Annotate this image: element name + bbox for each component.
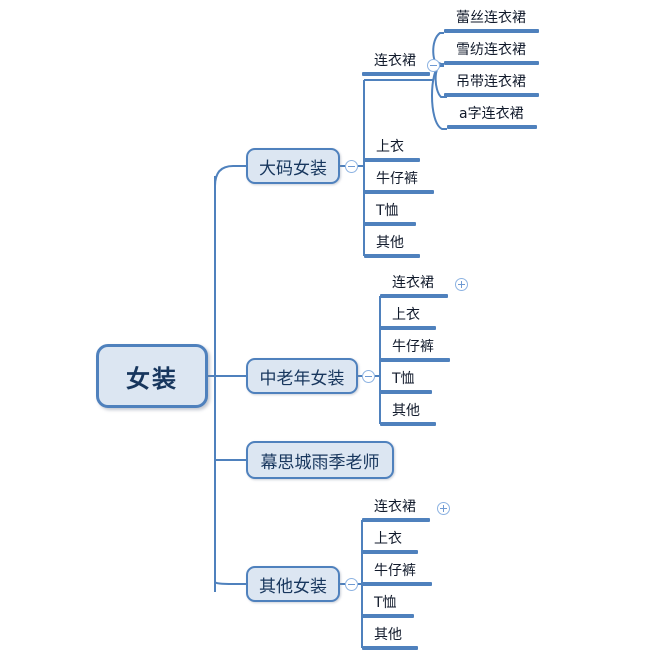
branch-node-label: 大码女装: [259, 158, 327, 179]
node-label: 牛仔裤: [376, 171, 418, 187]
leaf-node-a字连衣裙[interactable]: a字连衣裙: [447, 105, 537, 129]
node-label: T恤: [374, 595, 397, 611]
sub-node-连衣裙[interactable]: 连衣裙: [362, 52, 430, 76]
node-label: T恤: [392, 371, 415, 387]
sub-node-牛仔裤[interactable]: 牛仔裤: [362, 562, 432, 586]
sub-node-T恤[interactable]: T恤: [364, 202, 416, 226]
expand-toggle-icon[interactable]: [455, 278, 468, 291]
expand-toggle-icon[interactable]: [437, 502, 450, 515]
node-label: 上衣: [374, 531, 402, 547]
sub-node-其他[interactable]: 其他: [380, 402, 436, 426]
node-label: 连衣裙: [392, 275, 434, 291]
sub-node-其他[interactable]: 其他: [362, 626, 418, 650]
sub-node-T恤[interactable]: T恤: [362, 594, 414, 618]
branch-node-label: 其他女装: [259, 576, 327, 597]
leaf-node-蕾丝连衣裙[interactable]: 蕾丝连衣裙: [444, 9, 539, 33]
node-underline: [362, 646, 418, 650]
branch-node-label: 幕思城雨季老师: [260, 452, 380, 473]
collapse-toggle-icon[interactable]: [362, 370, 375, 383]
sub-node-牛仔裤[interactable]: 牛仔裤: [380, 338, 450, 362]
root-node[interactable]: 女装: [96, 344, 208, 408]
node-underline: [362, 614, 414, 618]
node-label: 吊带连衣裙: [456, 74, 526, 90]
sub-node-上衣[interactable]: 上衣: [362, 530, 418, 554]
node-underline: [380, 358, 450, 362]
node-label: 连衣裙: [374, 499, 416, 515]
node-label: 蕾丝连衣裙: [456, 10, 526, 26]
collapse-toggle-icon[interactable]: [427, 59, 440, 72]
sub-node-其他[interactable]: 其他: [364, 234, 420, 258]
collapse-toggle-icon[interactable]: [345, 578, 358, 591]
branch-node-幕思城雨季老师[interactable]: 幕思城雨季老师: [246, 441, 394, 479]
node-underline: [362, 582, 432, 586]
node-label: 连衣裙: [374, 53, 416, 69]
node-label: 雪纺连衣裙: [456, 42, 526, 58]
collapse-toggle-icon[interactable]: [345, 160, 358, 173]
node-underline: [444, 29, 539, 33]
node-underline: [447, 125, 537, 129]
node-underline: [364, 158, 420, 162]
branch-node-其他女装[interactable]: 其他女装: [246, 566, 340, 602]
node-label: 其他: [376, 235, 404, 251]
sub-node-牛仔裤[interactable]: 牛仔裤: [364, 170, 434, 194]
node-underline: [380, 294, 448, 298]
node-underline: [362, 72, 430, 76]
node-underline: [380, 326, 436, 330]
node-underline: [362, 518, 430, 522]
node-underline: [364, 190, 434, 194]
branch-node-label: 中老年女装: [259, 368, 345, 389]
node-label: a字连衣裙: [459, 106, 524, 122]
node-label: 上衣: [392, 307, 420, 323]
sub-node-上衣[interactable]: 上衣: [380, 306, 436, 330]
root-node-label: 女装: [126, 364, 178, 393]
node-label: 牛仔裤: [374, 563, 416, 579]
branch-node-大码女装[interactable]: 大码女装: [246, 148, 340, 184]
node-underline: [364, 254, 420, 258]
node-underline: [362, 550, 418, 554]
node-underline: [380, 422, 436, 426]
sub-node-连衣裙[interactable]: 连衣裙: [380, 274, 448, 298]
node-underline: [364, 222, 416, 226]
node-underline: [380, 390, 432, 394]
node-underline: [444, 93, 539, 97]
node-label: 牛仔裤: [392, 339, 434, 355]
sub-node-上衣[interactable]: 上衣: [364, 138, 420, 162]
node-label: 其他: [374, 627, 402, 643]
node-underline: [444, 61, 539, 65]
leaf-node-雪纺连衣裙[interactable]: 雪纺连衣裙: [444, 41, 539, 65]
sub-node-连衣裙[interactable]: 连衣裙: [362, 498, 430, 522]
node-label: T恤: [376, 203, 399, 219]
sub-node-T恤[interactable]: T恤: [380, 370, 432, 394]
branch-node-中老年女装[interactable]: 中老年女装: [246, 358, 358, 394]
node-label: 上衣: [376, 139, 404, 155]
leaf-node-吊带连衣裙[interactable]: 吊带连衣裙: [444, 73, 539, 97]
node-label: 其他: [392, 403, 420, 419]
